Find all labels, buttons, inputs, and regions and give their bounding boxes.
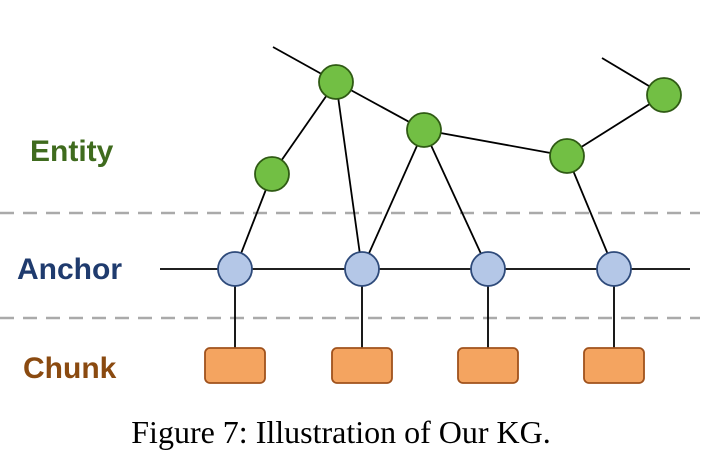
anchor-node [217, 251, 253, 287]
chunk-node [331, 347, 393, 384]
chunk-node [583, 347, 645, 384]
entity-node [406, 112, 442, 148]
figure-caption: Figure 7: Illustration of Our KG. [131, 414, 551, 450]
anchor-node [596, 251, 632, 287]
edge-e4-e5 [566, 94, 665, 157]
edge-e1-a2 [335, 81, 363, 270]
entity-node [549, 138, 585, 174]
label-chunk: Chunk [23, 352, 117, 385]
edge-e3-a3 [423, 129, 489, 270]
edge-e3-e4 [423, 129, 568, 157]
anchor-nodes [217, 251, 632, 287]
edge-e1-e2 [271, 81, 337, 175]
entity-node [646, 77, 682, 113]
entity-node [254, 156, 290, 192]
chunk-nodes [204, 347, 645, 384]
label-entity: Entity [30, 135, 114, 168]
anchor-node [470, 251, 506, 287]
chunk-node [204, 347, 266, 384]
edge-e3-a2 [361, 129, 425, 270]
entity-node [318, 64, 354, 100]
anchor-node [344, 251, 380, 287]
chunk-node [457, 347, 519, 384]
edge-e4-a4 [566, 155, 615, 270]
label-anchor: Anchor [17, 253, 122, 286]
entity-nodes [254, 64, 682, 192]
